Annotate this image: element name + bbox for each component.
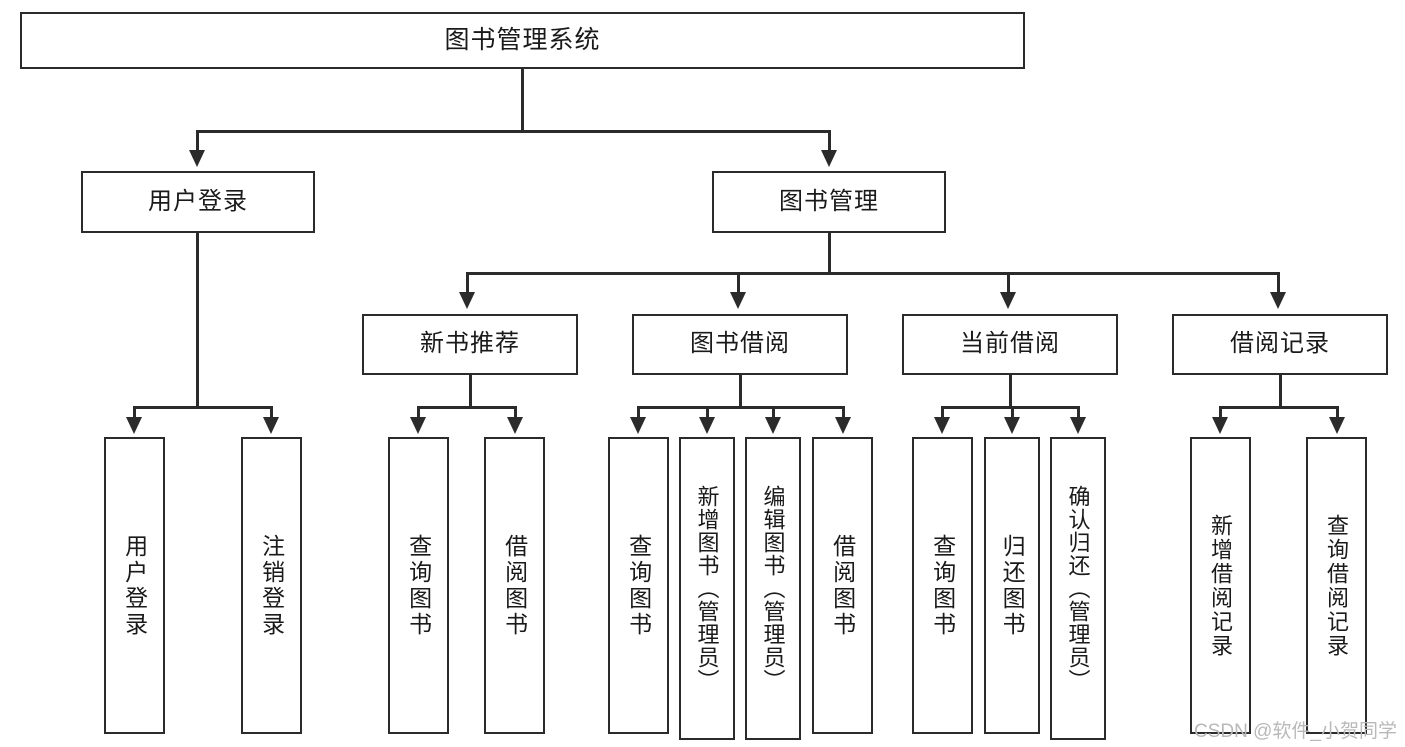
connector-drop-book-borrow [737, 272, 740, 297]
connector-drop-cb-confirm [1077, 406, 1080, 420]
node-book-borrow[interactable]: 图书借阅 [632, 314, 848, 375]
node-label: 编辑图书（管理员） [760, 485, 786, 692]
leaf-borrow-books[interactable]: 借阅图书 [812, 437, 873, 734]
leaf-edit-book-admin[interactable]: 编辑图书（管理员） [745, 437, 801, 740]
arrowhead-cb-query [934, 417, 950, 434]
node-new-book-recommend[interactable]: 新书推荐 [362, 314, 578, 375]
connector-stem-current-borrow [1009, 375, 1012, 409]
arrowhead-user-login [189, 150, 205, 167]
connector-drop-bb-add [706, 406, 709, 420]
leaf-return-books[interactable]: 归还图书 [984, 437, 1040, 734]
node-label: 图书管理 [779, 187, 879, 215]
node-label: 新增图书（管理员） [694, 485, 720, 692]
leaf-query-books-current[interactable]: 查询图书 [912, 437, 973, 734]
arrowhead-br-add [1212, 417, 1228, 434]
node-label: 查询图书 [929, 533, 956, 638]
connector-drop-borrow-records [1277, 272, 1280, 297]
arrowhead-bb-edit [765, 417, 781, 434]
arrowhead-borrow-records [1270, 292, 1286, 309]
connector-drop-br-query [1336, 406, 1339, 420]
connector-bus-level3 [466, 272, 1280, 275]
arrowhead-cb-return [1004, 417, 1020, 434]
connector-stem-user-login [196, 233, 199, 409]
arrowhead-new-book-rec [459, 292, 475, 309]
node-user-login[interactable]: 用户登录 [81, 171, 315, 233]
connector-drop-current-borrow [1007, 272, 1010, 297]
node-label: 用户登录 [148, 187, 248, 215]
leaf-logout[interactable]: 注销登录 [241, 437, 302, 734]
arrowhead-leaf-user-login [126, 417, 142, 434]
node-root-system[interactable]: 图书管理系统 [20, 12, 1025, 69]
node-label: 当前借阅 [960, 330, 1060, 358]
node-label: 查询图书 [405, 533, 432, 638]
connector-drop-new-book-rec [466, 272, 469, 297]
node-label: 查询借阅记录 [1324, 513, 1350, 658]
leaf-user-login[interactable]: 用户登录 [104, 437, 165, 734]
node-label: 注销登录 [258, 533, 285, 638]
connector-drop-bb-query [637, 406, 640, 420]
node-label: 借阅图书 [829, 533, 856, 638]
leaf-confirm-return-admin[interactable]: 确认归还（管理员） [1050, 437, 1106, 740]
arrowhead-bb-add [699, 417, 715, 434]
connector-drop-bb-borrow [842, 406, 845, 420]
arrowhead-book-borrow [730, 292, 746, 309]
arrowhead-nbr-borrow [507, 417, 523, 434]
arrowhead-book-manage [821, 150, 837, 167]
connector-drop-nbr-borrow [514, 406, 517, 420]
connector-drop-cb-return [1011, 406, 1014, 420]
connector-stem-book-borrow [739, 375, 742, 409]
connector-root-stem [521, 69, 524, 132]
node-label: 确认归还（管理员） [1065, 485, 1091, 692]
connector-bus-new-book-rec [417, 406, 517, 409]
leaf-query-borrow-record[interactable]: 查询借阅记录 [1306, 437, 1367, 734]
connector-bus-book-borrow [637, 406, 845, 409]
connector-drop-user-login [196, 130, 199, 155]
connector-bus-borrow-records [1219, 406, 1338, 409]
connector-drop-bb-edit [772, 406, 775, 420]
connector-stem-new-book-rec [469, 375, 472, 409]
connector-drop-cb-query [941, 406, 944, 420]
node-label: 查询图书 [625, 533, 652, 638]
node-borrow-records[interactable]: 借阅记录 [1172, 314, 1388, 375]
arrowhead-bb-borrow [835, 417, 851, 434]
connector-drop-leaf-logout [270, 406, 273, 420]
leaf-query-books-borrow[interactable]: 查询图书 [608, 437, 669, 734]
node-book-management[interactable]: 图书管理 [712, 171, 946, 233]
connector-level2-bus [196, 130, 831, 133]
node-label: 用户登录 [121, 533, 148, 638]
connector-drop-book-manage [828, 130, 831, 155]
node-label: 新书推荐 [420, 330, 520, 358]
connector-bus-current-borrow [941, 406, 1080, 409]
arrowhead-current-borrow [1000, 292, 1016, 309]
leaf-borrow-books-recommend[interactable]: 借阅图书 [484, 437, 545, 734]
leaf-query-books-recommend[interactable]: 查询图书 [388, 437, 449, 734]
connector-drop-nbr-query [417, 406, 420, 420]
leaf-add-book-admin[interactable]: 新增图书（管理员） [679, 437, 735, 740]
arrowhead-nbr-query [410, 417, 426, 434]
node-label: 借阅记录 [1230, 330, 1330, 358]
node-label: 新增借阅记录 [1208, 513, 1234, 658]
node-label: 图书管理系统 [444, 25, 601, 54]
node-label: 图书借阅 [690, 330, 790, 358]
connector-bus-user-login [133, 406, 273, 409]
leaf-add-borrow-record[interactable]: 新增借阅记录 [1190, 437, 1251, 734]
connector-drop-br-add [1219, 406, 1222, 420]
watermark-text: CSDN @软件_小贺同学 [1194, 721, 1397, 742]
connector-drop-leaf-user-login [133, 406, 136, 420]
arrowhead-leaf-logout [263, 417, 279, 434]
arrowhead-bb-query [630, 417, 646, 434]
arrowhead-br-query [1329, 417, 1345, 434]
node-label: 归还图书 [999, 533, 1026, 638]
arrowhead-cb-confirm [1070, 417, 1086, 434]
node-label: 借阅图书 [501, 533, 528, 638]
connector-stem-borrow-records [1279, 375, 1282, 409]
node-current-borrow[interactable]: 当前借阅 [902, 314, 1118, 375]
connector-stem-book-management [828, 233, 831, 274]
